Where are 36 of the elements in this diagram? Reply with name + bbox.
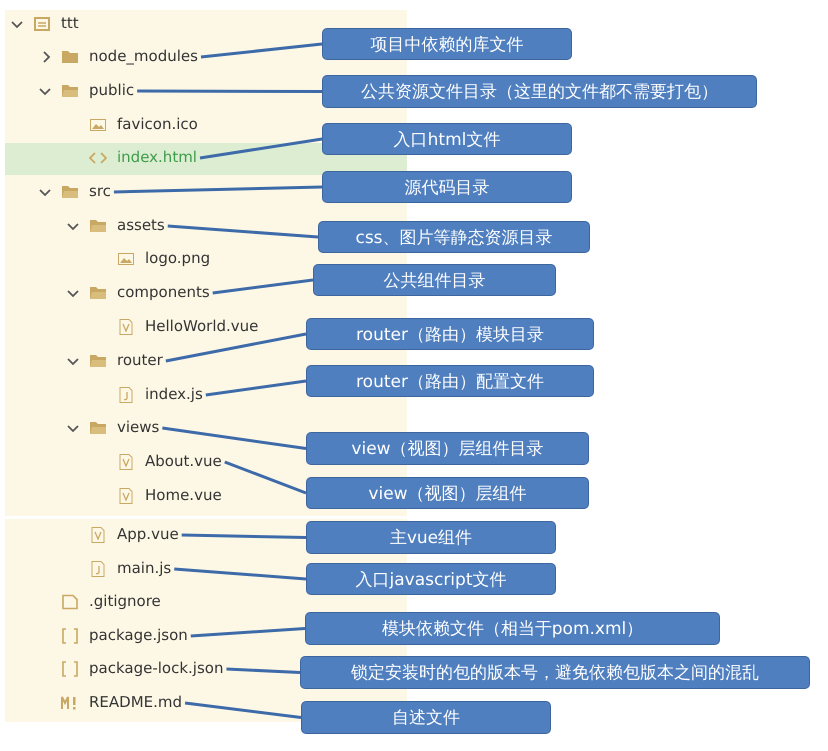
callout-box: 主vue组件 bbox=[306, 521, 556, 554]
callout-box: 公共资源文件目录（这里的文件都不需要打包） bbox=[322, 75, 757, 108]
folder-name: assets bbox=[117, 215, 165, 235]
callout-box: view（视图）层组件 bbox=[306, 477, 589, 509]
callout-box: 模块依赖文件（相当于pom.xml） bbox=[305, 612, 720, 645]
callout-box: 公共组件目录 bbox=[313, 264, 556, 296]
file-name: About.vue bbox=[145, 451, 222, 471]
callout-box: 自述文件 bbox=[301, 701, 551, 734]
file-name: package-lock.json bbox=[89, 658, 224, 678]
folder-name: views bbox=[117, 417, 160, 437]
file-name: HelloWorld.vue bbox=[145, 316, 258, 336]
folder-name: components bbox=[117, 282, 210, 302]
folder-name: node_modules bbox=[89, 46, 198, 66]
folder-name: src bbox=[89, 181, 111, 201]
file-name: package.json bbox=[89, 625, 188, 645]
callout-box: 入口javascript文件 bbox=[306, 563, 556, 595]
file-name: README.md bbox=[89, 692, 182, 712]
callout-box: 入口html文件 bbox=[322, 123, 572, 155]
callout-box: router（路由）配置文件 bbox=[306, 365, 594, 397]
file-name: App.vue bbox=[117, 524, 179, 544]
file-name: logo.png bbox=[145, 248, 210, 268]
file-name: .gitignore bbox=[89, 591, 161, 611]
callout-box: router（路由）模块目录 bbox=[306, 318, 594, 350]
file-name: main.js bbox=[117, 558, 172, 578]
folder-name: ttt bbox=[61, 13, 79, 33]
callout-box: 源代码目录 bbox=[322, 171, 572, 203]
file-name: index.html bbox=[117, 147, 197, 167]
folder-name: router bbox=[117, 350, 163, 370]
file-name: favicon.ico bbox=[117, 114, 198, 134]
folder-name: public bbox=[89, 80, 134, 100]
callout-box: 项目中依赖的库文件 bbox=[322, 28, 572, 60]
callout-box: css、图片等静态资源目录 bbox=[318, 221, 590, 253]
callout-box: 锁定安装时的包的版本号，避免依赖包版本之间的混乱 bbox=[300, 656, 810, 689]
file-name: Home.vue bbox=[145, 485, 222, 505]
callout-box: view（视图）层组件目录 bbox=[306, 432, 589, 465]
file-name: index.js bbox=[145, 384, 203, 404]
